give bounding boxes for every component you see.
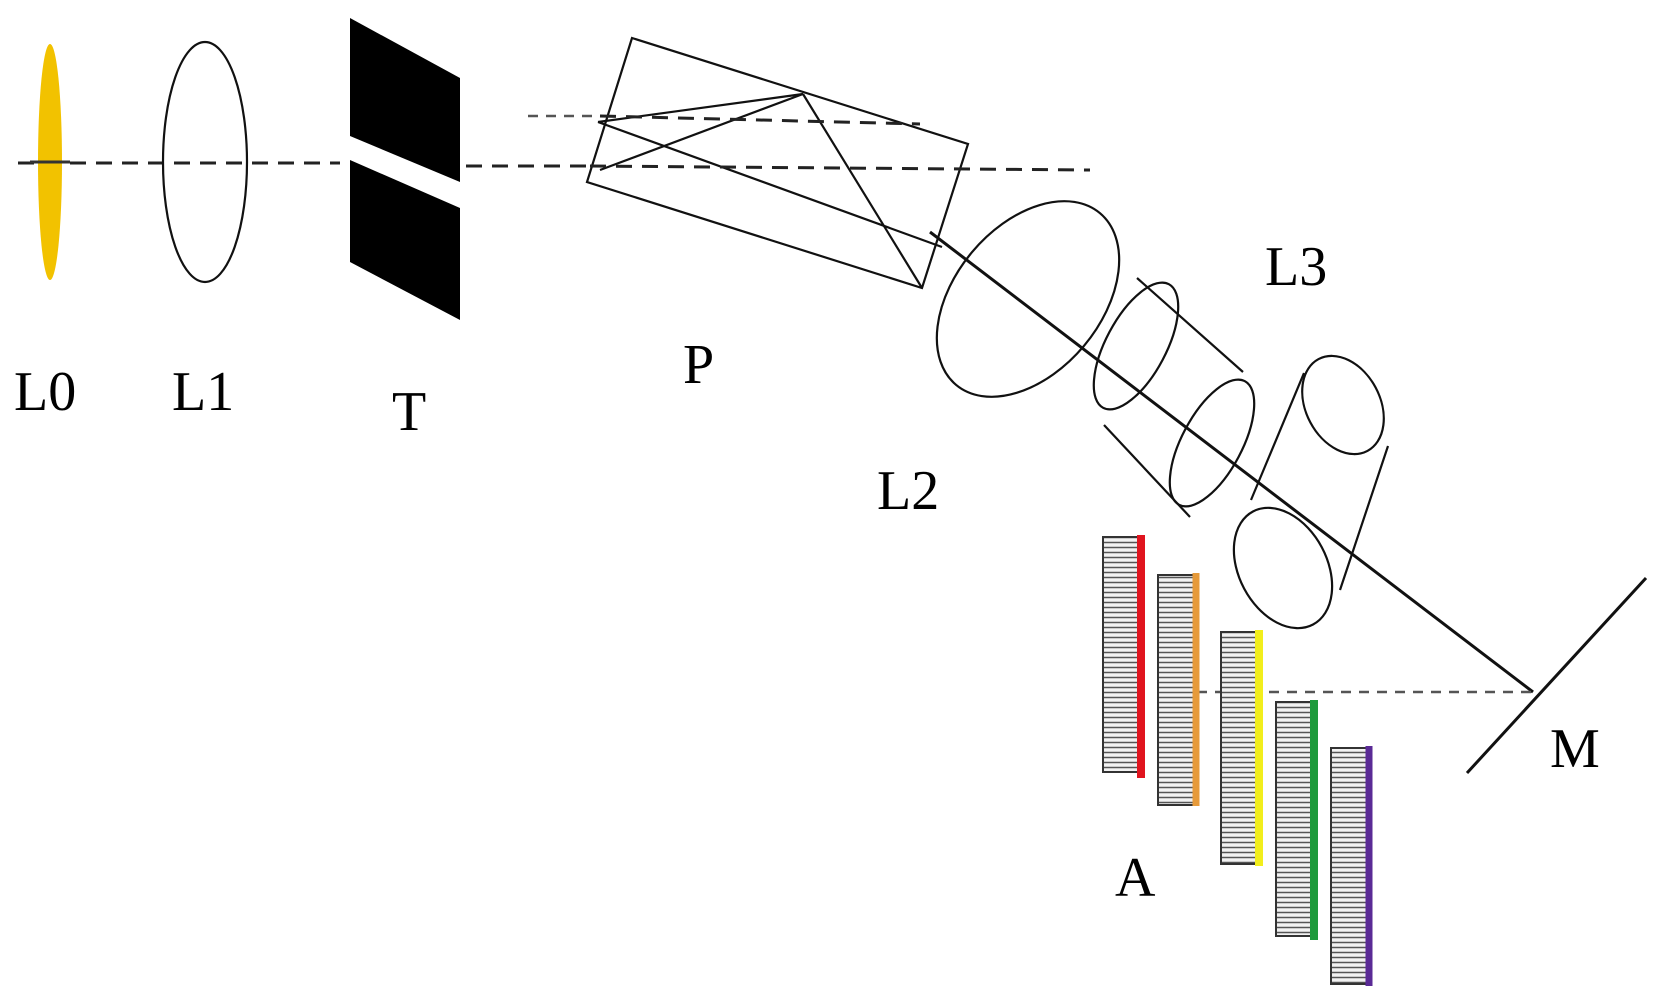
lens-l2 (935, 200, 1121, 398)
lens-l3-cylinder-1 (1092, 277, 1256, 518)
mirror-m (1465, 576, 1648, 775)
lens-l3-cylinder-2 (1232, 354, 1390, 630)
main-beam (929, 230, 1534, 694)
prism-dashed-beam-lower (589, 164, 1091, 172)
label-l0: L0 (14, 361, 76, 423)
label-l3: L3 (1265, 236, 1327, 298)
prism-p (585, 36, 970, 290)
prism-inner-ray-3 (802, 93, 923, 289)
lens-l1 (161, 40, 249, 284)
label-l2: L2 (877, 460, 939, 522)
array-strip-orange (1157, 574, 1195, 806)
prism-dashed-beam-upper (599, 114, 921, 126)
label-m: M (1550, 718, 1600, 780)
prism-inner-ray-4 (599, 92, 804, 172)
stop-t-lower-plate (350, 160, 460, 320)
prism-inner-ray-1 (597, 120, 943, 249)
array-a (1102, 535, 1373, 986)
array-strip-green (1275, 701, 1313, 937)
array-strip-yellow (1220, 631, 1258, 865)
label-l1: L1 (172, 361, 234, 423)
label-a: A (1115, 847, 1156, 909)
array-strip-red (1102, 536, 1140, 773)
array-strip-violet (1330, 747, 1368, 985)
label-p: P (683, 334, 714, 396)
label-t: T (392, 381, 426, 443)
stop-t-upper-plate (350, 18, 460, 182)
